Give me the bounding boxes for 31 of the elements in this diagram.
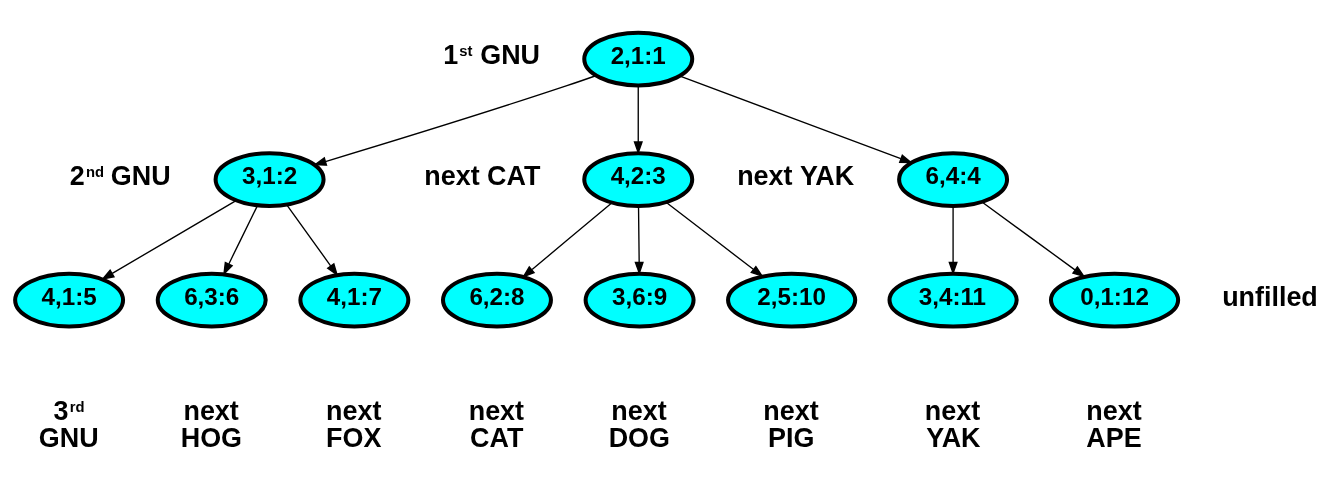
arrow	[633, 85, 643, 155]
node-label: 2$^{nd}$ GNU	[69, 160, 171, 191]
node-ellipse: 3,4:11	[887, 271, 1019, 329]
node-ellipse: 6,2:8	[441, 271, 553, 329]
node-label: next FOX	[326, 395, 382, 453]
node-label: unfilled	[1222, 281, 1318, 312]
node-ellipse: 4,1:7	[298, 271, 411, 329]
node-ellipse: 4,2:3	[582, 151, 695, 208]
arrow	[665, 201, 764, 278]
node-label: next APE	[1086, 395, 1142, 453]
arrow	[286, 204, 339, 277]
node-ellipse: 0,1:12	[1048, 271, 1181, 329]
node-label: 1$^{st}$ GNU	[443, 40, 540, 71]
node-label: next YAK	[924, 395, 981, 453]
node-ellipse: 2,5:10	[726, 271, 858, 329]
node-ellipse: 3,6:9	[583, 271, 696, 329]
node-label: next CAT	[424, 160, 541, 191]
arrow	[223, 205, 258, 276]
node-label: next CAT	[468, 395, 525, 453]
arrow	[521, 202, 613, 279]
node-label: 3$^{rd}$ GNU	[38, 395, 99, 453]
node-ellipse: 2,1:1	[582, 30, 695, 88]
node-ellipse: 6,3:6	[155, 271, 268, 329]
arrow	[981, 201, 1086, 278]
arrow	[101, 199, 237, 280]
node-label: next DOG	[608, 395, 670, 453]
node-label: next PIG	[763, 395, 819, 453]
arrow	[313, 75, 597, 166]
node-label: next HOG	[180, 395, 243, 453]
arrow	[679, 75, 913, 164]
node-label: next YAK	[737, 160, 855, 191]
